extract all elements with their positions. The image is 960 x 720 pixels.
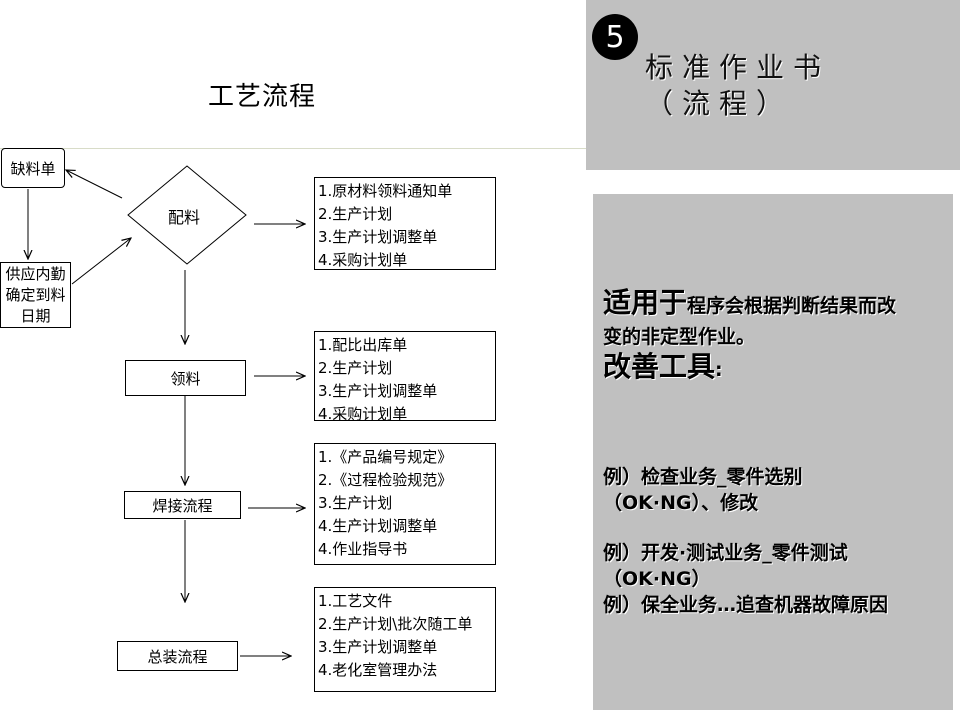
apply-text-1: 程序会根据判断结果而改: [687, 295, 897, 317]
arrow-back-to-diamond: [71, 238, 131, 285]
doc-item: 1.原材料领料通知单: [318, 182, 453, 200]
step-box-welding: 焊接流程: [124, 491, 241, 519]
doc-item: 2.《过程检验规范》: [318, 471, 453, 489]
doc-item: 1.《产品编号规定》: [318, 448, 453, 466]
doc-list-picking: 1.配比出库单 2.生产计划 3.生产计划调整单 4.采购计划单: [314, 331, 496, 423]
doc-list-welding: 1.《产品编号规定》 2.《过程检验规范》 3.生产计划 4.生产计划调整单 4…: [314, 443, 496, 565]
example-1-cont: （OK·NG）、修改: [603, 492, 759, 514]
standard-work-title: 标准作业书 （流程）: [645, 50, 830, 122]
doc-item: 4.作业指导书: [318, 540, 408, 558]
supply-confirm-node: 供应内勤 确定到料 日期: [0, 262, 71, 328]
doc-item: 2.生产计划\批次随工单: [318, 615, 473, 633]
doc-item: 4.采购计划单: [318, 251, 408, 269]
description-panel: [593, 194, 953, 710]
tools-heading: 改善工具: [603, 350, 716, 383]
example-2-cont: （OK·NG）: [603, 568, 711, 590]
example-1: 例）检查业务_零件选别: [603, 466, 803, 488]
step-number-badge: 5: [592, 14, 638, 60]
doc-item: 4.采购计划单: [318, 405, 408, 423]
page-title: 工艺流程: [208, 82, 317, 112]
applicability-text: 适用于程序会根据判断结果而改 变的非定型作业。 改善工具:: [603, 288, 948, 386]
doc-item: 4.老化室管理办法: [318, 661, 438, 679]
example-2: 例）开发·测试业务_零件测试: [603, 542, 848, 564]
supply-line-1: 供应内勤: [5, 264, 66, 283]
doc-item: 1.配比出库单: [318, 336, 408, 354]
title-line-2: （流程）: [645, 87, 794, 120]
supply-line-3: 日期: [20, 306, 51, 325]
decision-diamond: [127, 165, 247, 265]
supply-line-2: 确定到料: [5, 285, 66, 304]
doc-item: 4.生产计划调整单: [318, 517, 438, 535]
step-box-assembly: 总装流程: [117, 641, 238, 671]
step-box-picking: 领料: [125, 360, 246, 396]
tools-colon: :: [715, 359, 723, 381]
lost-material-node: 缺料单: [1, 148, 65, 188]
arrow-to-lost: [66, 170, 123, 199]
doc-item: 2.生产计划: [318, 205, 393, 223]
doc-item: 3.生产计划调整单: [318, 638, 438, 656]
apply-text-2: 变的非定型作业。: [603, 326, 756, 348]
header-panel: [586, 0, 960, 170]
doc-item: 3.生产计划调整单: [318, 382, 438, 400]
apply-heading: 适用于: [603, 286, 688, 319]
doc-item: 3.生产计划调整单: [318, 228, 438, 246]
doc-item: 2.生产计划: [318, 359, 393, 377]
doc-item: 3.生产计划: [318, 494, 393, 512]
doc-list-assembly: 1.工艺文件 2.生产计划\批次随工单 3.生产计划调整单 4.老化室管理办法: [314, 587, 496, 692]
doc-item: 1.工艺文件: [318, 592, 393, 610]
doc-list-batching: 1.原材料领料通知单 2.生产计划 3.生产计划调整单 4.采购计划单: [314, 177, 496, 270]
example-3: 例）保全业务…追查机器故障原因: [603, 594, 889, 616]
title-line-1: 标准作业书: [645, 51, 831, 84]
step-label-batching: 配料: [168, 208, 201, 227]
divider-line: [0, 148, 586, 149]
